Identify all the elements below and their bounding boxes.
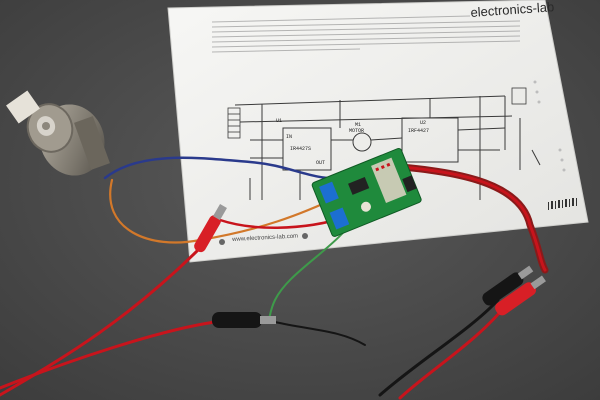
label-u1: U1 xyxy=(276,118,283,124)
label-out: OUT xyxy=(316,160,326,166)
clip-black-right xyxy=(482,265,534,306)
pcb-board xyxy=(311,147,422,237)
dc-motor xyxy=(6,90,110,176)
wire-black-right xyxy=(378,298,500,397)
wire-blue xyxy=(103,156,342,180)
clip-black-middle xyxy=(212,312,276,328)
clip-red-left xyxy=(194,203,227,253)
label-in: IN xyxy=(286,134,293,140)
wire-green xyxy=(267,211,361,323)
wire-red-long-2 xyxy=(0,320,217,390)
label-m1: M1 xyxy=(355,122,362,128)
label-motor: MOTOR xyxy=(349,128,365,134)
label-u2: U2 xyxy=(420,120,427,126)
wire-black-clip2 xyxy=(274,321,366,346)
schematic-paper xyxy=(167,0,589,263)
clip-red-right xyxy=(495,275,546,316)
label-u1-part: IR4427S xyxy=(290,146,312,152)
wire-red-long xyxy=(0,236,212,397)
barcode xyxy=(548,198,577,210)
label-u2-part: IRF4427 xyxy=(408,128,430,134)
